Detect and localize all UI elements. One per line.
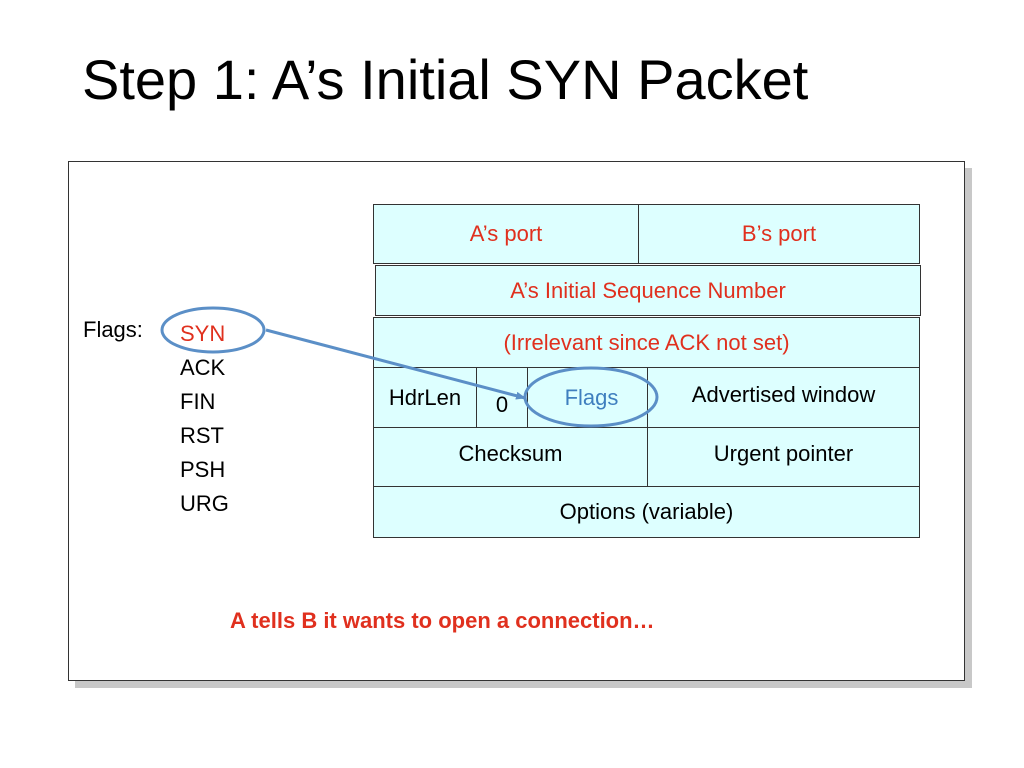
dst-port-field: B’s port	[638, 204, 920, 264]
hdrlen-field: HdrLen	[373, 367, 477, 428]
flag-ack: ACK	[180, 355, 226, 380]
flags-label: Flags:	[83, 317, 143, 342]
options-field: Options (variable)	[373, 486, 920, 538]
flags-highlight-ellipse	[523, 366, 659, 428]
flag-rst: RST	[180, 423, 224, 448]
flag-fin: FIN	[180, 389, 216, 414]
ack-number-field: (Irrelevant since ACK not set)	[373, 317, 920, 368]
checksum-field: Checksum	[373, 427, 648, 487]
flag-list: SYN ACK FIN RST PSH URG	[180, 317, 229, 521]
sequence-number-field: A’s Initial Sequence Number	[375, 265, 921, 316]
caption: A tells B it wants to open a connection…	[230, 608, 655, 633]
flag-syn: SYN	[180, 321, 226, 346]
slide-title: Step 1: A’s Initial SYN Packet	[82, 48, 809, 111]
syn-highlight-ellipse	[160, 306, 266, 354]
urgent-pointer-field: Urgent pointer	[647, 427, 920, 487]
flag-urg: URG	[180, 491, 229, 516]
flag-psh: PSH	[180, 457, 226, 482]
syn-to-flags-arrow	[265, 328, 526, 400]
